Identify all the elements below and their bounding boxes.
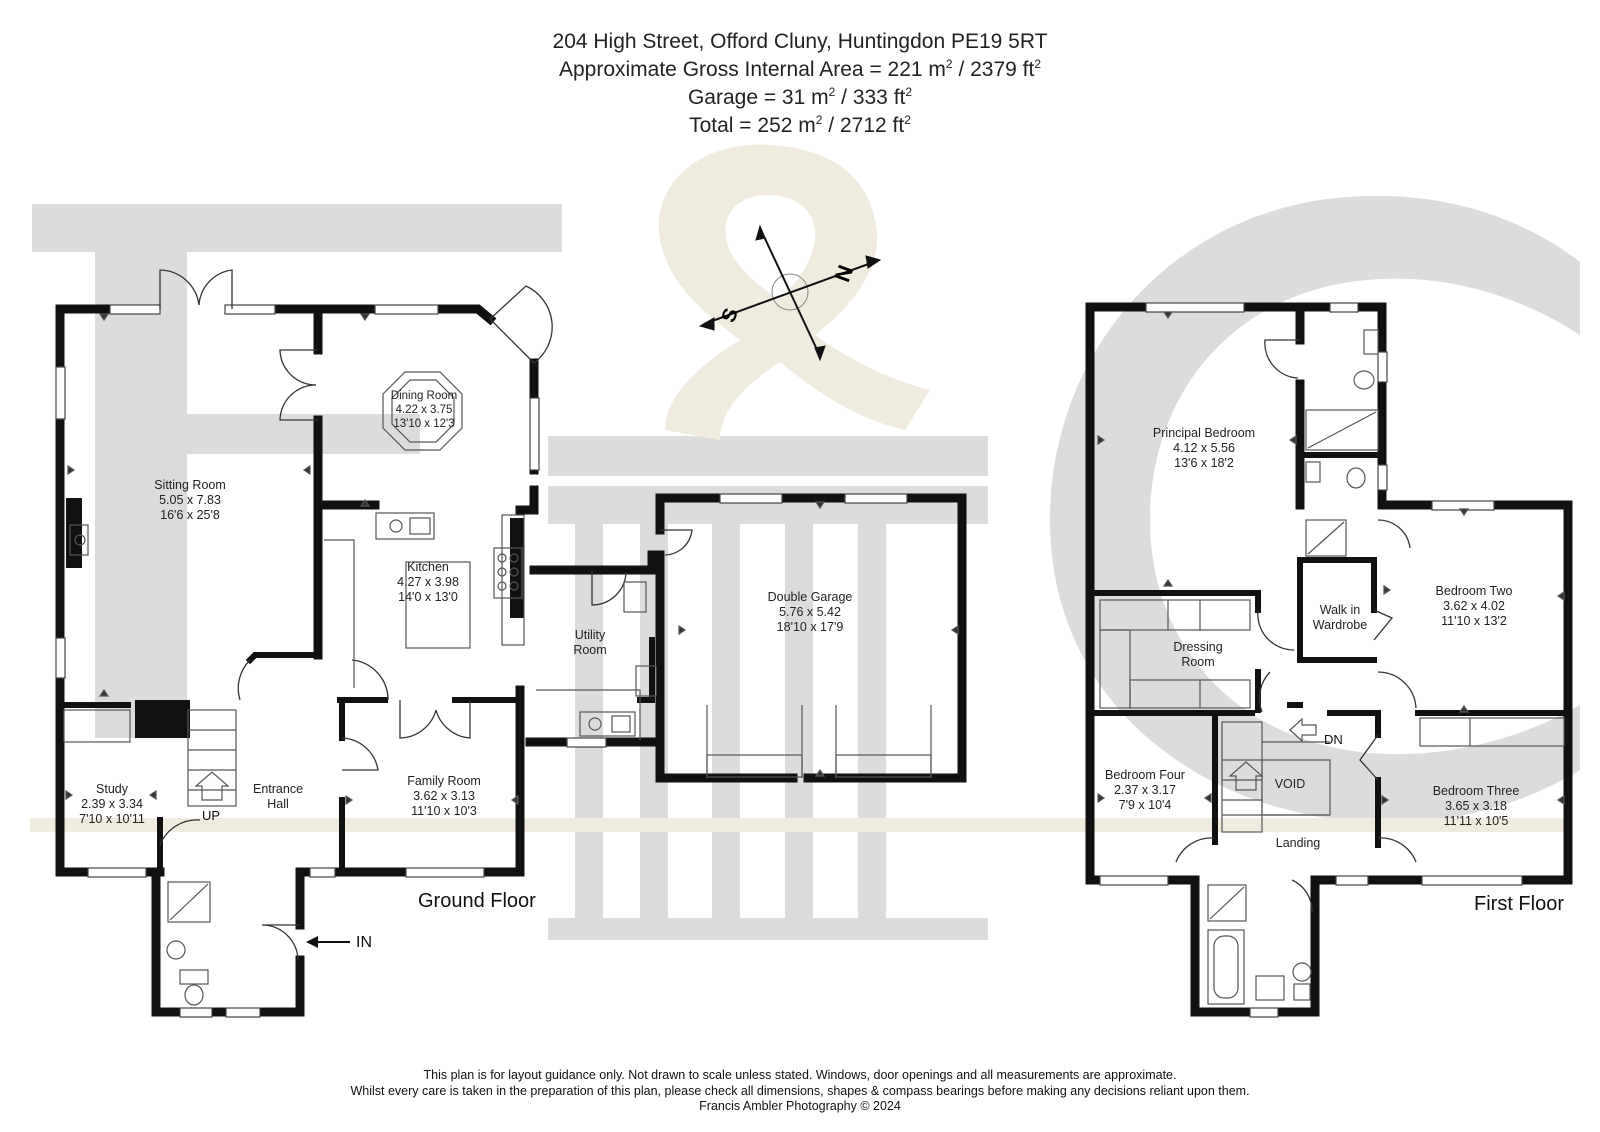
chimney-breast bbox=[510, 518, 524, 618]
watermark-logo bbox=[30, 144, 1580, 940]
disclaimer-line-1: This plan is for layout guidance only. N… bbox=[423, 1068, 1177, 1082]
fireplace-pier bbox=[66, 498, 82, 568]
stair-void-label: VOID bbox=[1274, 777, 1306, 791]
entrance-arrow bbox=[306, 936, 350, 948]
total-area-line: Total = 252 m2 / 2712 ft2 bbox=[689, 113, 911, 137]
stairs-down-label: DN bbox=[1324, 732, 1343, 747]
room-landing: Landing bbox=[1275, 836, 1321, 850]
ground-floor-fixtures bbox=[63, 313, 959, 1006]
plan-disclaimer: This plan is for layout guidance only. N… bbox=[0, 1068, 1600, 1115]
plan-header: 204 High Street, Offord Cluny, Huntingdo… bbox=[0, 28, 1600, 140]
entrance-in-label: IN bbox=[356, 934, 372, 951]
ground-floor-title: Ground Floor bbox=[418, 890, 536, 912]
first-floor-walls bbox=[1085, 302, 1573, 1017]
chimney-block bbox=[135, 700, 190, 738]
stairs-up-label: UP bbox=[202, 808, 221, 823]
compass-rose bbox=[698, 224, 882, 362]
first-floor-doors bbox=[1175, 339, 1417, 913]
ground-floor-doors bbox=[159, 269, 693, 961]
ground-floor-windows bbox=[55, 304, 908, 1018]
first-floor-windows bbox=[1099, 302, 1523, 1018]
first-floor-fixtures bbox=[1097, 311, 1565, 1005]
address-line: 204 High Street, Offord Cluny, Huntingdo… bbox=[552, 30, 1048, 53]
first-floor-title: First Floor bbox=[1474, 893, 1564, 915]
garage-area-line: Garage = 31 m2 / 333 ft2 bbox=[687, 85, 913, 109]
gross-area-line: Approximate Gross Internal Area = 221 m2… bbox=[558, 57, 1042, 81]
copyright-line: Francis Ambler Photography © 2024 bbox=[699, 1099, 901, 1113]
disclaimer-line-2: Whilst every care is taken in the prepar… bbox=[350, 1083, 1250, 1098]
